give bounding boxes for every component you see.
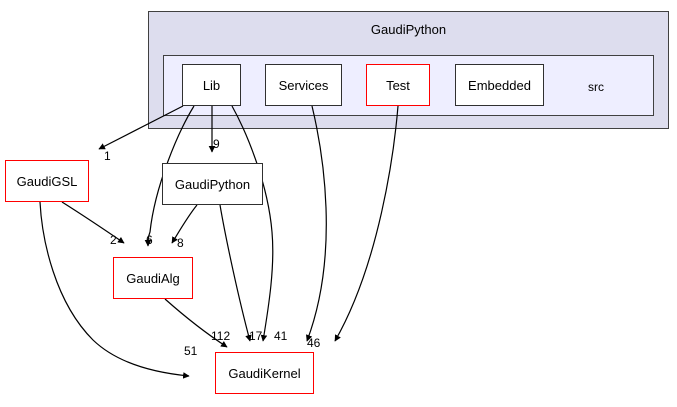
edge-lib-gaudikernel (231, 105, 274, 342)
node-gaudigsl-label: GaudiGSL (16, 173, 78, 189)
edge-label-lib-gaudigsl: 1 (104, 149, 111, 163)
node-test[interactable]: Test (366, 64, 430, 106)
edge-label-test-gaudikernel: 46 (307, 336, 321, 350)
node-embedded[interactable]: Embedded (455, 64, 544, 106)
edge-gaudigsl-gaudialg (61, 201, 125, 244)
edge-label-gaudigsl-gaudikernel: 51 (184, 344, 198, 358)
edge-label-gaudipython-gaudialg: 8 (177, 236, 184, 250)
edge-label-lib-gaudialg: 6 (146, 233, 153, 247)
node-embedded-label: Embedded (468, 77, 531, 93)
node-gaudigsl[interactable]: GaudiGSL (5, 160, 89, 202)
edge-gaudialg-gaudikernel (164, 298, 228, 348)
node-gaudikernel-label: GaudiKernel (228, 365, 301, 381)
node-lib-label: Lib (202, 77, 221, 93)
node-lib[interactable]: Lib (182, 64, 241, 106)
edge-lib-gaudigsl (98, 105, 184, 150)
edge-label-gaudialg-gaudikernel: 112 (211, 329, 231, 343)
edge-gaudipython-gaudialg (171, 204, 198, 244)
edge-label-gaudigsl-gaudialg: 2 (110, 233, 117, 247)
node-gaudipython[interactable]: GaudiPython (162, 163, 263, 205)
node-gaudialg-label: GaudiAlg (126, 270, 180, 286)
node-gaudikernel[interactable]: GaudiKernel (215, 352, 314, 394)
edge-services-gaudikernel (305, 105, 327, 342)
edge-gaudipython-gaudikernel (219, 204, 252, 342)
edge-label-lib-gaudipython: 9 (213, 137, 220, 151)
edge-lib-gaudialg (144, 105, 195, 247)
node-services-label: Services (278, 77, 329, 93)
cluster-src-title: src (588, 80, 604, 94)
node-test-label: Test (386, 77, 410, 93)
cluster-gaudipython-title: GaudiPython (370, 22, 447, 37)
node-gaudialg[interactable]: GaudiAlg (113, 257, 193, 299)
node-services[interactable]: Services (265, 64, 342, 106)
edge-label-services-gaudikernel: 41 (274, 329, 288, 343)
edge-test-gaudikernel (334, 105, 399, 342)
edge-gaudigsl-gaudikernel (39, 201, 190, 379)
edge-label-lib-gaudikernel: 17 (249, 329, 263, 343)
node-gaudipython-label: GaudiPython (174, 176, 251, 192)
